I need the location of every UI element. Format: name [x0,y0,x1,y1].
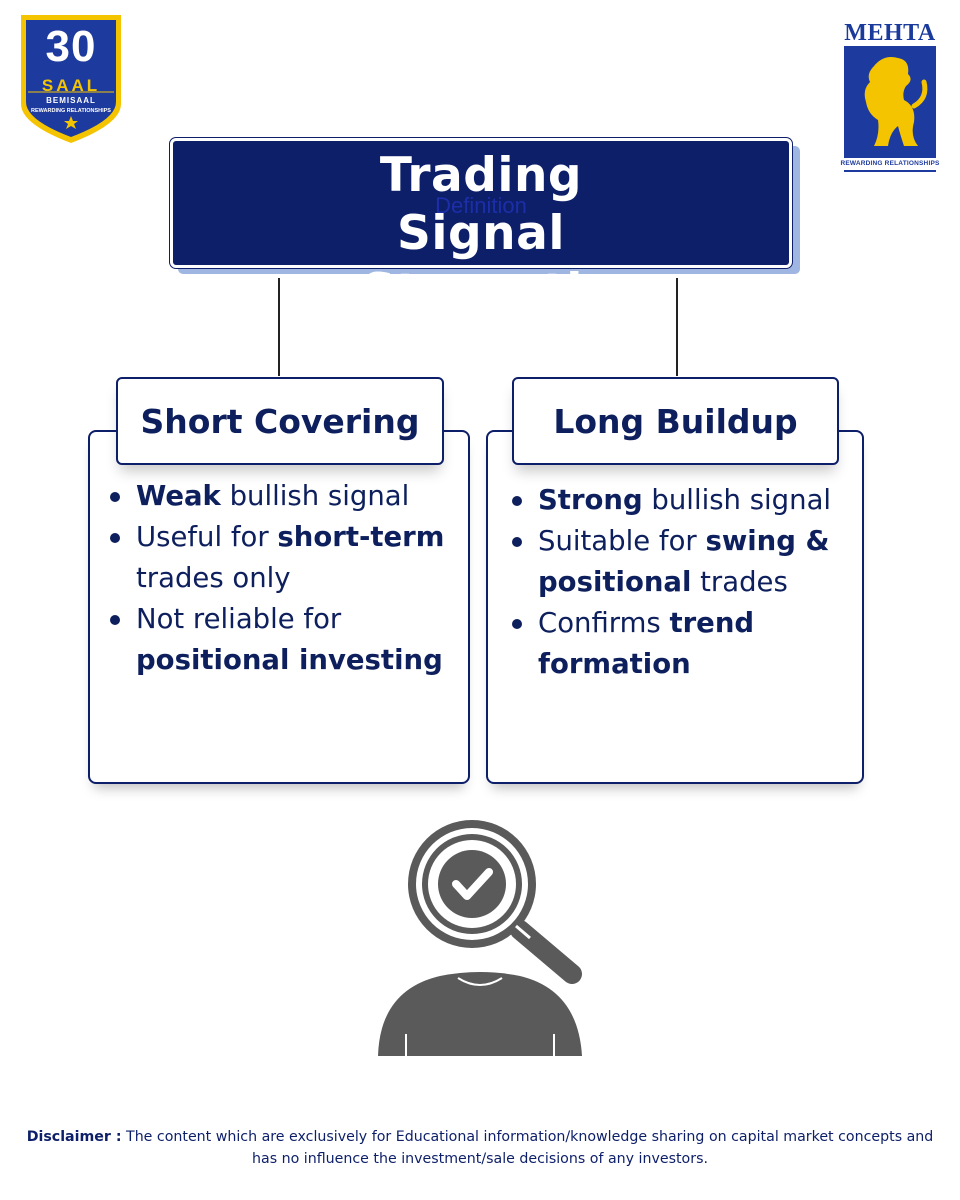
bullet-item: Not reliable for positional investing [106,599,458,681]
long-buildup-bullets: Strong bullish signal Suitable for swing… [508,480,856,685]
badge-word: SAAL [41,76,101,95]
bullet-text: trades [691,566,788,598]
disclaimer-text: The content which are exclusively for Ed… [121,1129,934,1167]
logo-tagline: REWARDING RELATIONSHIPS [840,160,940,167]
disclaimer: Disclaimer : The content which are exclu… [20,1126,940,1170]
bullet-item: Suitable for swing & positional trades [508,521,856,603]
connector-right [676,278,678,376]
shield-badge-icon [21,15,121,143]
person-magnifier-check-icon [370,812,590,1062]
card-short-covering [88,430,470,784]
anniversary-badge: 30 SAAL BEMISAAL REWARDING RELATIONSHIPS [18,12,124,146]
bullet-text: bullish signal [642,484,832,516]
mehta-logo: MEHTA REWARDING RELATIONSHIPS [840,20,940,172]
disclaimer-label: Disclaimer : [26,1129,122,1145]
bullet-text: bullish signal [220,480,410,512]
badge-tagline: REWARDING RELATIONSHIPS [31,108,111,114]
logo-rule [844,170,936,172]
bullet-item: Useful for short-term trades only [106,517,458,599]
bullet-bold: swing & positional [538,525,830,598]
bullet-bold: positional investing [136,644,443,676]
bullet-bold: Weak [136,480,221,512]
bullet-text: Useful for [136,521,278,553]
bullet-text: Suitable for [538,525,706,557]
page-title: Trading Signal Strength [361,148,601,319]
bullet-text: Confirms [538,607,670,639]
bullet-bold: Strong [538,484,643,516]
logo-name: MEHTA [844,20,936,46]
card-long-buildup [486,430,864,784]
title-box: Definition Trading Signal Strength [170,138,792,319]
connector-left [278,278,280,376]
card-heading-short-covering: Short Covering [116,377,444,465]
card-heading-long-buildup: Long Buildup [512,377,839,465]
lion-icon [844,46,936,158]
bullet-item: Weak bullish signal [106,476,458,517]
bullet-item: Confirms trend formation [508,603,856,685]
bullet-item: Strong bullish signal [508,480,856,521]
short-covering-bullets: Weak bullish signal Useful for short-ter… [106,476,458,681]
bullet-bold: short-term [277,521,445,553]
title-ghost-text: Definition [435,193,527,218]
bullet-bold: trend formation [538,607,755,680]
badge-number: 30 [45,22,97,71]
bullet-text: trades only [136,562,291,594]
bullet-text: Not reliable for [136,603,342,635]
badge-subtitle: BEMISAAL [46,96,96,105]
